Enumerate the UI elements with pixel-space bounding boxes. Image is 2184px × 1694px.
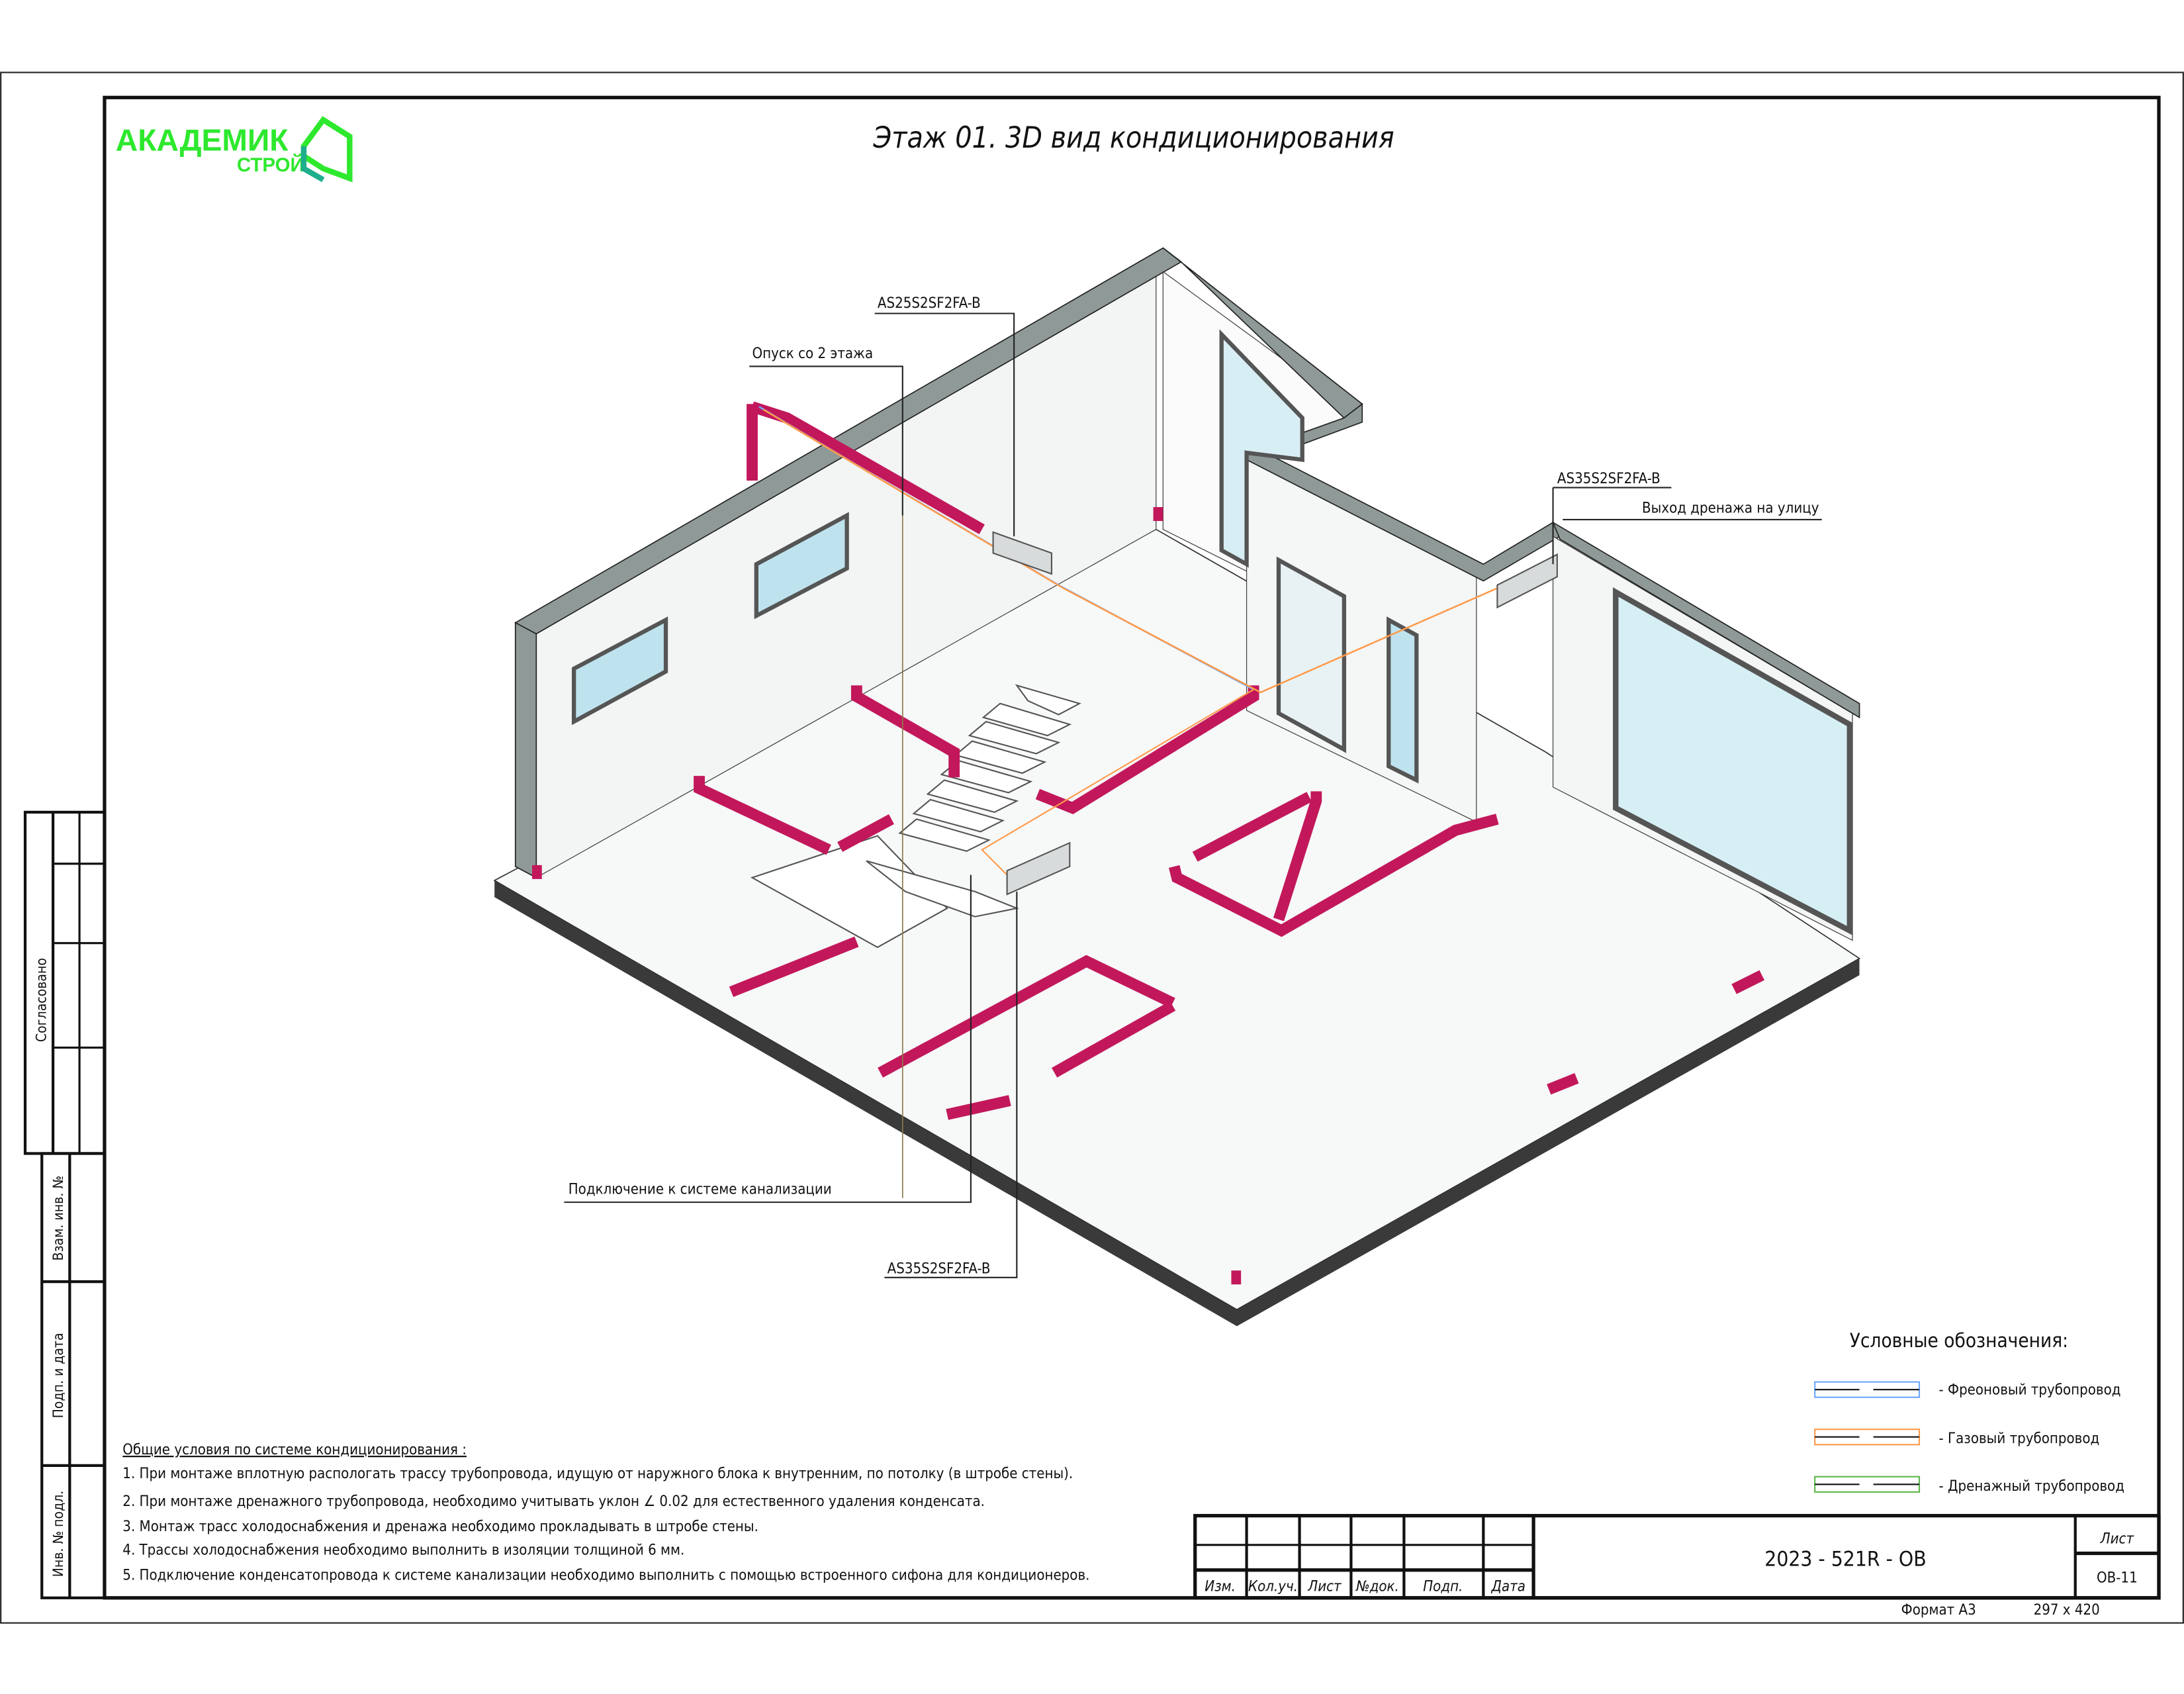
legend: Условные обозначения: - Фреоновый трубоп…	[1814, 1329, 2124, 1495]
window	[571, 616, 668, 726]
stamp-replace-inv: Взам. инв. №	[50, 1176, 66, 1260]
general-notes: Общие условия по системе кондиционирован…	[122, 1441, 1089, 1583]
legend-label: - Фреоновый трубопровод	[1938, 1382, 2120, 1399]
side-stamp	[23, 810, 107, 1599]
legend-label: - Дренажный трубопровод	[1938, 1478, 2124, 1495]
tb-col-list: Лист	[1307, 1577, 1342, 1595]
label-riser: Опуск со 2 этажа	[752, 345, 874, 362]
label-drain-out: Выход дренажа на улицу	[1642, 499, 1819, 516]
legend-item-gas: - Газовый трубопровод	[1814, 1429, 2099, 1447]
legend-item-freon: - Фреоновый трубопровод	[1814, 1382, 2120, 1399]
logo-main-text: АКАДЕМИК	[116, 122, 289, 157]
leader-line	[884, 891, 1018, 1278]
gas-pipeline	[981, 688, 1254, 878]
stamp-agreed: Согласовано	[33, 958, 50, 1042]
sheet-size: 297 x 420	[2034, 1601, 2100, 1619]
stamp-inv-orig: Инв. № подл.	[50, 1491, 66, 1577]
leader-line	[749, 365, 903, 516]
notes-heading: Общие условия по системе кондиционирован…	[122, 1441, 467, 1458]
ac-indoor-unit	[1006, 841, 1071, 896]
label-unit-right: AS35S2SF2FA-B	[1557, 470, 1661, 487]
window	[1219, 329, 1304, 568]
note-item: 2. При монтаже дренажного трубопровода, …	[122, 1493, 985, 1510]
sheet-format: Формат А3	[1901, 1601, 1976, 1619]
label-unit-bottom: AS35S2SF2FA-B	[887, 1260, 991, 1277]
ac-indoor-unit	[1496, 553, 1558, 609]
stairs	[750, 684, 1081, 949]
leader-line	[564, 874, 972, 1203]
outer-frame	[0, 71, 2184, 1624]
ac-indoor-unit	[992, 531, 1053, 575]
legend-title: Условные обозначения:	[1850, 1329, 2068, 1352]
tb-col-data: Дата	[1491, 1577, 1525, 1595]
note-item: 3. Монтаж трасс холодоснабжения и дренаж…	[122, 1518, 758, 1535]
sheet-number: ОВ-11	[2097, 1570, 2138, 1587]
legend-label: - Газовый трубопровод	[1938, 1430, 2099, 1447]
sheet-label: Лист	[2100, 1530, 2135, 1548]
window	[754, 512, 849, 620]
note-item: 1. При монтаже вплотную распологать трас…	[122, 1465, 1073, 1482]
tb-col-izm: Изм.	[1205, 1577, 1236, 1595]
note-item: 4. Трассы холодоснабжения необходимо вып…	[122, 1542, 684, 1559]
window	[1387, 616, 1419, 784]
title-block	[1193, 1514, 2161, 1600]
tb-col-podp: Подп.	[1423, 1577, 1463, 1595]
tb-col-kol: Кол.уч.	[1248, 1577, 1298, 1595]
leader-line	[874, 312, 1015, 537]
doc-number: 2023 - 521R - ОВ	[1764, 1547, 1926, 1571]
page-title: Этаж 01. 3D вид кондиционирования	[873, 121, 1394, 155]
label-unit-top: AS25S2SF2FA-B	[878, 295, 981, 312]
stamp-sign-date: Подп. и дата	[50, 1333, 66, 1418]
gas-pipeline	[762, 408, 1505, 694]
door	[1276, 556, 1347, 753]
company-logo: АКАДЕМИК СТРОЙ	[116, 116, 353, 183]
glass-wall	[1613, 587, 1853, 935]
wall-chases	[532, 401, 1765, 1285]
label-sewer: Подключение к системе канализации	[569, 1181, 832, 1198]
tb-col-ndok: №док.	[1355, 1577, 1399, 1595]
legend-item-drain: - Дренажный трубопровод	[1814, 1476, 2124, 1495]
logo-sub-text: СТРОЙ	[237, 154, 304, 176]
building-3d-view	[493, 247, 1861, 1327]
note-item: 5. Подключение конденсатопровода к систе…	[122, 1566, 1089, 1583]
